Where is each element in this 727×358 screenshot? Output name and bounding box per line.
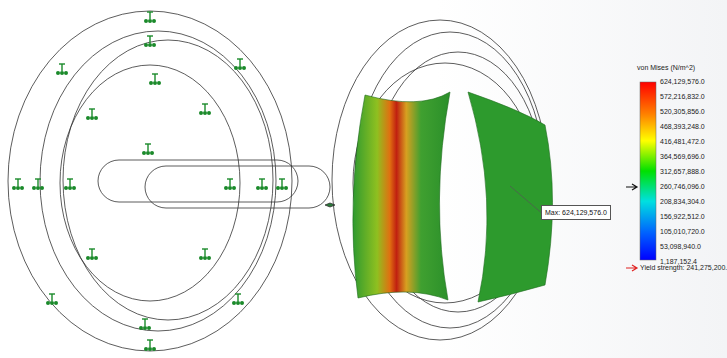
fixture-symbol xyxy=(32,179,44,190)
fixture-symbol xyxy=(56,64,68,75)
scale-value: 260,746,096.0 xyxy=(660,183,705,190)
fixture-symbol xyxy=(199,249,211,260)
fixture-symbol xyxy=(46,294,58,305)
yield-arrow xyxy=(626,265,637,271)
color-bar xyxy=(640,82,656,260)
max-value: Max: 624,129,576.0 xyxy=(545,209,607,216)
wireframe xyxy=(8,11,548,351)
stress-surface xyxy=(353,92,553,302)
yield-marker xyxy=(626,184,637,190)
fixture-symbol xyxy=(142,144,154,155)
legend-title: von Mises (N/m^2) xyxy=(637,64,695,71)
fixture-symbols xyxy=(12,12,288,351)
fixture-symbol xyxy=(86,109,98,120)
fixture-symbol xyxy=(64,179,76,190)
scale-value: 624,129,576.0 xyxy=(660,78,705,85)
fixture-symbol xyxy=(139,319,151,330)
fixture-symbol xyxy=(256,179,268,190)
scale-value: 156,922,512.0 xyxy=(660,213,705,220)
fixture-symbol xyxy=(144,36,156,47)
scale-value: 364,569,696.0 xyxy=(660,153,705,160)
max-callout: Max: 624,129,576.0 xyxy=(541,205,611,220)
yield-label: Yield strength: 241,275,200.0 xyxy=(640,264,727,271)
leader-line xyxy=(510,186,541,213)
fixture-symbol xyxy=(86,249,98,260)
scale-value: 468,393,248.0 xyxy=(660,123,705,130)
fixture-symbol xyxy=(12,179,24,190)
fixture-symbol xyxy=(276,179,288,190)
scale-value: 105,010,720.0 xyxy=(660,228,705,235)
scale-value: 416,481,472.0 xyxy=(660,138,705,145)
fixture-symbol xyxy=(149,74,161,85)
fixture-symbol xyxy=(232,294,244,305)
fixture-symbol xyxy=(199,104,211,115)
scale-value: 572,216,832.0 xyxy=(660,93,705,100)
scale-value: 520,305,856.0 xyxy=(660,108,705,115)
fixture-symbol xyxy=(144,340,156,351)
scale-value: 1,187,152.4 xyxy=(660,258,697,265)
fixture-symbol xyxy=(224,179,236,190)
fixture-symbol xyxy=(144,12,156,23)
scale-value: 53,098,940.0 xyxy=(660,243,701,250)
scale-value: 312,657,888.0 xyxy=(660,168,705,175)
scale-value: 208,834,304.0 xyxy=(660,198,705,205)
fixture-symbol xyxy=(234,59,246,70)
